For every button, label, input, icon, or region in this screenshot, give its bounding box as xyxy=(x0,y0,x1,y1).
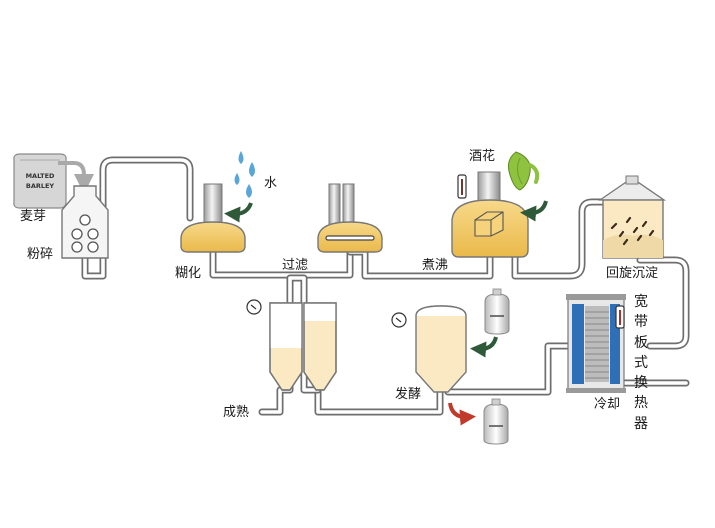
yeast-cylinder-top-icon xyxy=(484,288,510,335)
boil-kettle xyxy=(451,171,529,258)
label-boil: 煮沸 xyxy=(422,258,449,273)
thermometer-icon xyxy=(615,305,625,329)
label-cooling: 冷却 xyxy=(594,397,621,412)
whirlpool-vessel xyxy=(597,175,667,259)
label-plate-exchanger: 宽带板式换热器 xyxy=(634,294,648,432)
label-malt: 麦芽 xyxy=(20,209,47,224)
yeast-outlet-arrow-icon xyxy=(448,402,476,426)
water-inlet-arrow-icon xyxy=(224,202,253,223)
label-maturation: 成熟 xyxy=(223,405,250,420)
gauge-icon xyxy=(391,312,407,328)
label-water: 水 xyxy=(264,176,278,191)
malt-sack: MALTED BARLEY xyxy=(13,153,67,209)
thermometer-icon xyxy=(457,174,467,199)
hops-inlet-arrow-icon xyxy=(520,200,548,222)
plate-heat-exchanger xyxy=(566,294,626,393)
sack-text-line1: MALTED xyxy=(26,172,55,180)
label-mash: 糊化 xyxy=(175,266,202,281)
label-crush: 粉碎 xyxy=(27,247,54,262)
malt-to-mill-arrow-icon xyxy=(58,161,94,194)
sack-text-line2: BARLEY xyxy=(26,182,55,190)
water-drop-icon xyxy=(234,151,255,198)
fermentation-tank xyxy=(415,305,467,393)
yeast-cylinder-bottom-icon xyxy=(483,398,509,445)
label-whirlpool: 回旋沉淀 xyxy=(606,266,659,281)
mash-tun xyxy=(180,183,246,253)
label-fermentation: 发酵 xyxy=(395,387,422,402)
maturation-tank-left xyxy=(269,302,303,391)
label-filter: 过滤 xyxy=(282,258,309,273)
malt-mill xyxy=(61,185,109,259)
label-hops: 酒花 xyxy=(469,149,496,164)
maturation-tank-right xyxy=(303,302,337,391)
lauter-tun xyxy=(317,183,383,253)
yeast-inlet-arrow-icon xyxy=(470,336,498,358)
hops-icon xyxy=(508,151,540,191)
gauge-icon xyxy=(246,299,262,315)
